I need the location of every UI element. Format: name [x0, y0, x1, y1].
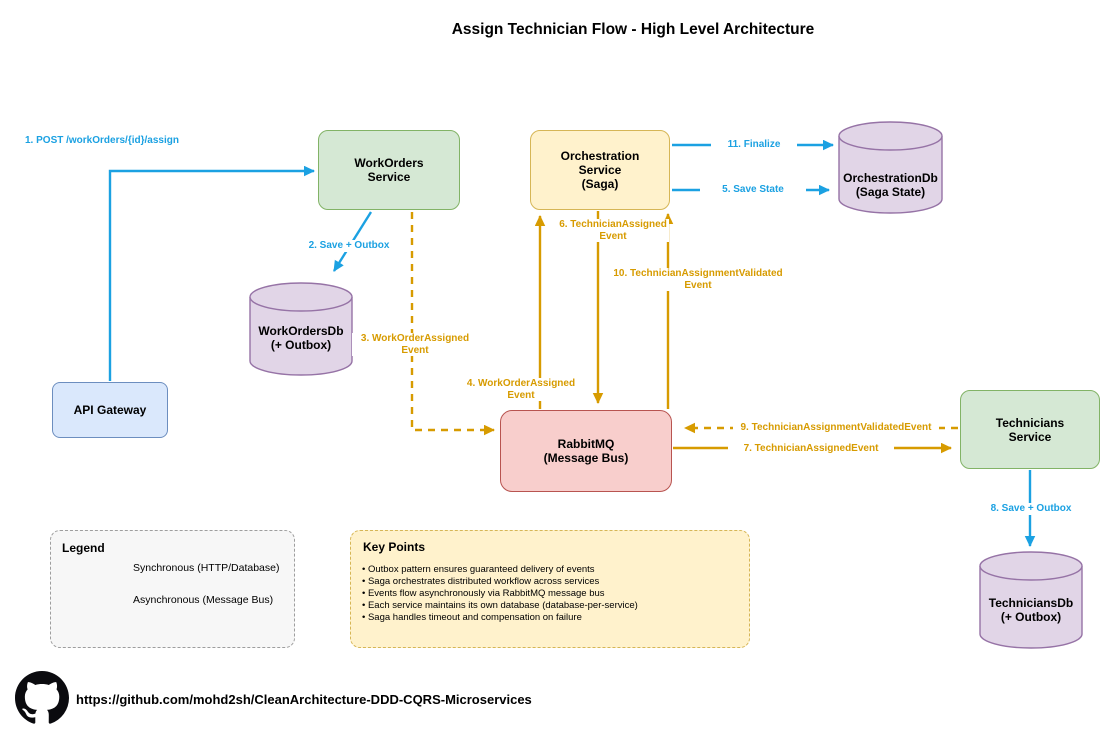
- keypoint-item: • Outbox pattern ensures guaranteed deli…: [362, 564, 595, 575]
- keypoints-panel: [350, 530, 750, 648]
- page-title: Assign Technician Flow - High Level Arch…: [451, 21, 815, 38]
- workorders-service-label-1: WorkOrders: [354, 156, 424, 170]
- orchestrationdb-label: OrchestrationDb (Saga State): [843, 171, 938, 199]
- edge-label-9: 9. TechnicianAssignmentValidatedEvent: [733, 422, 939, 434]
- keypoint-item: • Saga handles timeout and compensation …: [362, 612, 582, 623]
- repo-url: https://github.com/mohd2sh/CleanArchitec…: [76, 692, 532, 707]
- legend-title: Legend: [62, 541, 105, 555]
- keypoint-item: • Each service maintains its own databas…: [362, 600, 638, 611]
- edge-label-8: 8. Save + Outbox: [978, 503, 1084, 515]
- techniciansdb-label: TechniciansDb (+ Outbox): [988, 596, 1074, 624]
- workordersdb-label: WorkOrdersDb (+ Outbox): [258, 324, 344, 352]
- edge-label-10: 10. TechnicianAssignmentValidated Event: [610, 268, 786, 291]
- rabbitmq-label-2: (Message Bus): [543, 451, 629, 465]
- arrow-1-post-assign: [108, 165, 315, 381]
- node-workorders-service: WorkOrders Service: [318, 130, 460, 210]
- edge-label-11: 11. Finalize: [711, 139, 797, 151]
- node-rabbitmq: RabbitMQ (Message Bus): [500, 410, 672, 492]
- technicians-service-label-2: Service: [1008, 429, 1052, 444]
- orchestrationdb-cylinder: [838, 121, 943, 214]
- node-api-gateway: API Gateway: [52, 382, 168, 438]
- legend-sync-label: Synchronous (HTTP/Database): [133, 562, 280, 574]
- workordersdb-cylinder: [249, 282, 353, 376]
- edge-label-3: 3. WorkOrderAssigned Event: [352, 333, 478, 356]
- edge-label-5: 5. Save State: [700, 184, 806, 196]
- keypoint-item: • Saga orchestrates distributed workflow…: [362, 576, 600, 587]
- api-gateway-label: API Gateway: [73, 403, 147, 417]
- node-orchestration-service: Orchestration Service (Saga): [530, 130, 670, 210]
- rabbitmq-label-1: RabbitMQ: [557, 437, 615, 451]
- edge-label-4: 4. WorkOrderAssigned Event: [458, 378, 584, 401]
- edge-label-6: 6. TechnicianAssigned Event: [557, 219, 669, 242]
- keypoint-item: • Events flow asynchronously via RabbitM…: [362, 588, 605, 599]
- orchestration-service-label-3: (Saga): [581, 177, 619, 191]
- keypoints-list: • Outbox pattern ensures guaranteed deli…: [362, 564, 638, 624]
- technicians-service-label-1: Technicians: [995, 415, 1065, 430]
- techniciansdb-cylinder: [979, 551, 1083, 649]
- legend-async-label: Asynchronous (Message Bus): [133, 594, 274, 606]
- edge-label-7: 7. TechnicianAssignedEvent: [728, 443, 894, 455]
- workorders-service-label-2: Service: [367, 170, 411, 184]
- orchestration-service-label-2: Service: [578, 163, 622, 177]
- keypoints-title: Key Points: [363, 540, 426, 554]
- edge-label-2: 2. Save + Outbox: [288, 240, 410, 252]
- orchestration-service-label-1: Orchestration: [560, 149, 640, 163]
- node-technicians-service: Technicians Service: [960, 390, 1100, 469]
- edge-label-1: 1. POST /workOrders/{id}/assign: [24, 135, 236, 147]
- github-icon: [15, 671, 69, 725]
- legend-panel: [50, 530, 295, 648]
